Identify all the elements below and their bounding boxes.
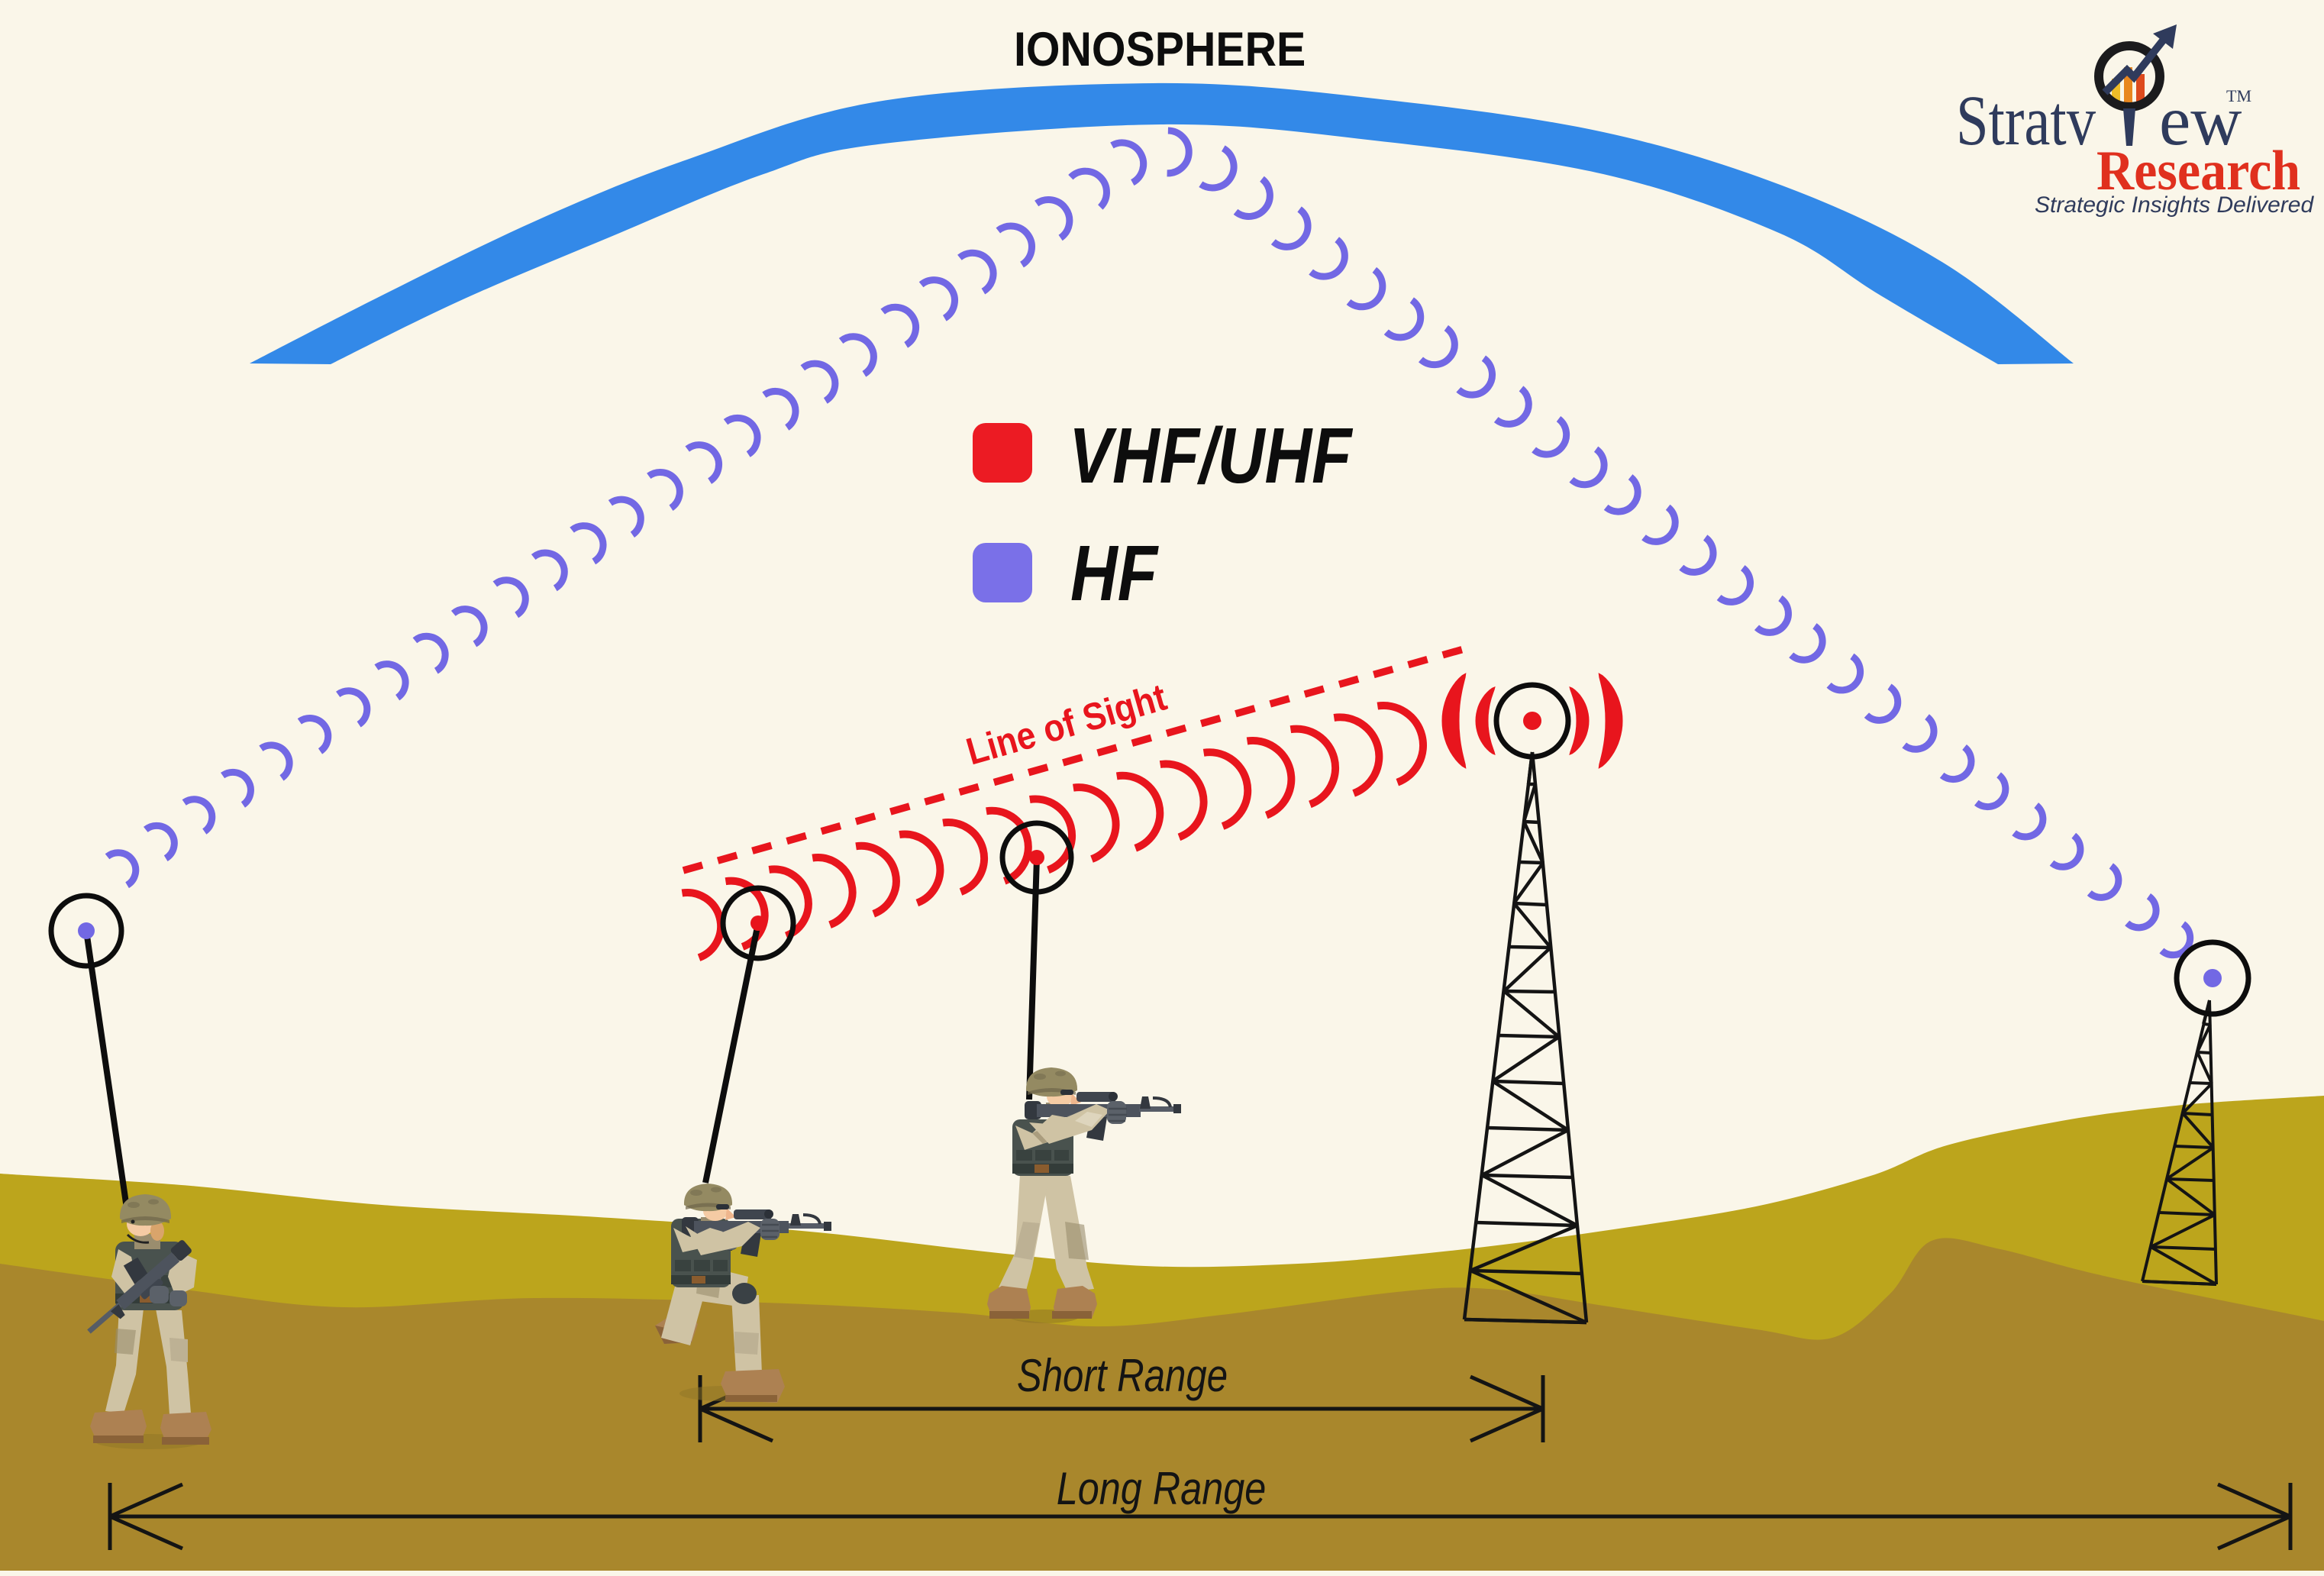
svg-text:VHF/UHF: VHF/UHF (1069, 412, 1353, 500)
svg-text:ew: ew (2159, 82, 2242, 160)
svg-text:Research: Research (2096, 140, 2300, 202)
svg-text:Short Range: Short Range (1017, 1349, 1228, 1401)
svg-text:TM: TM (2226, 86, 2251, 105)
svg-text:Strategic Insights Delivered: Strategic Insights Delivered (2035, 192, 2314, 218)
svg-text:HF: HF (1070, 530, 1159, 618)
svg-text:Stratv: Stratv (1956, 82, 2096, 160)
svg-text:Long Range: Long Range (1057, 1463, 1267, 1514)
svg-text:IONOSPHERE: IONOSPHERE (1014, 21, 1306, 76)
